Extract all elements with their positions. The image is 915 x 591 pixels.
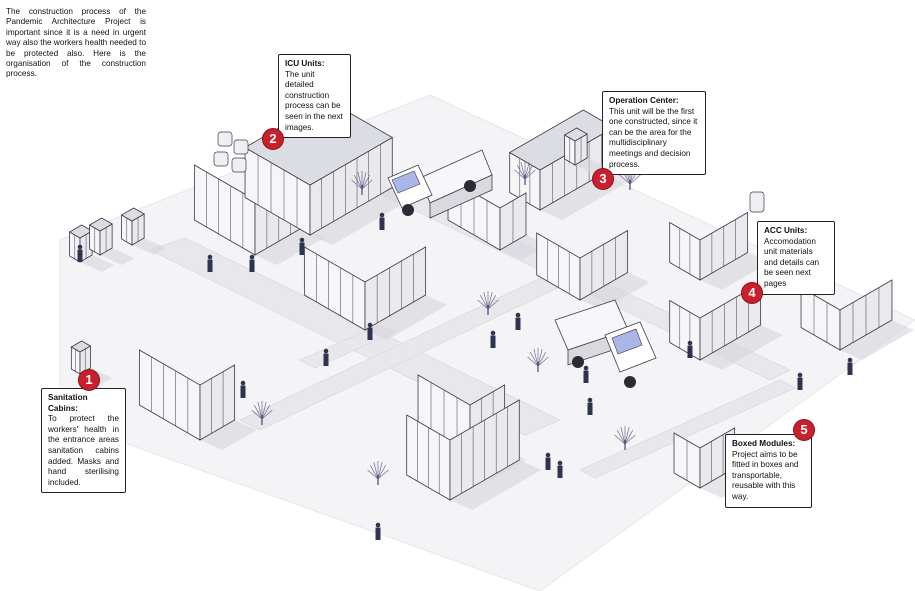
- truck-lower: [554, 299, 657, 388]
- storage-cage: [70, 340, 113, 384]
- roof: [68, 224, 93, 239]
- callout-acc-units: ACC Units: Accomodation unit materials a…: [757, 221, 835, 295]
- worker: [323, 348, 329, 366]
- water-tank-acc: [749, 191, 765, 213]
- tree: [527, 348, 549, 372]
- acc-unit: [669, 282, 783, 370]
- callout-body: To protect the workers' health in the en…: [48, 414, 119, 487]
- callout-body: Project aims to be fitted in boxes and t…: [732, 449, 799, 501]
- storage-cage: [563, 127, 610, 175]
- unit-frame-lower: [406, 399, 542, 510]
- operation-center-unit: [508, 109, 636, 220]
- worker: [299, 237, 305, 255]
- tree: [367, 461, 389, 485]
- sanitation-cabin: [68, 224, 115, 272]
- tree: [251, 401, 273, 425]
- sanitation-cabin: [120, 207, 167, 255]
- shadow: [700, 325, 783, 370]
- tree: [514, 161, 536, 185]
- sanitation-cabin: [88, 217, 135, 265]
- shadow: [700, 252, 770, 290]
- worker: [379, 212, 385, 230]
- worker: [847, 357, 853, 375]
- water-tanks-icu: [213, 131, 249, 173]
- roof: [563, 127, 588, 142]
- callout-icu-units: ICU Units: The unit detailed constructio…: [278, 54, 351, 139]
- worker: [515, 312, 521, 330]
- roof: [88, 217, 113, 232]
- shadow: [255, 227, 325, 265]
- shadow: [200, 420, 257, 450]
- callout-title: Operation Center:: [609, 96, 679, 105]
- acc-unit-frame: [800, 279, 914, 360]
- worker: [583, 365, 589, 383]
- callout-sanitation-cabins: Sanitation Cabins: To protect the worker…: [41, 388, 126, 494]
- callout-body: The unit detailed construction process c…: [285, 69, 343, 132]
- shadow: [310, 187, 415, 245]
- tree-group: [251, 161, 641, 485]
- worker: [375, 522, 381, 540]
- marker-2: 2: [263, 129, 283, 149]
- shadow: [500, 235, 548, 260]
- truck-upper: [387, 149, 493, 219]
- worker: [77, 244, 83, 262]
- worker: [587, 397, 593, 415]
- building-group: [68, 99, 914, 510]
- shadow: [100, 248, 135, 265]
- marker-1: 1: [79, 370, 99, 390]
- shadow: [132, 238, 167, 255]
- callout-body: Accomodation unit materials and details …: [764, 236, 820, 288]
- callout-title: ACC Units:: [764, 226, 808, 235]
- worker: [797, 372, 803, 390]
- roof: [70, 340, 92, 353]
- marker-4: 4: [742, 283, 762, 303]
- roof: [120, 207, 145, 222]
- tree: [477, 291, 499, 315]
- acc-unit-frame: [536, 229, 650, 310]
- shadow: [840, 320, 914, 360]
- tree: [351, 171, 373, 195]
- shadow: [365, 295, 448, 340]
- tree: [614, 426, 636, 450]
- shadow: [80, 255, 115, 272]
- callout-operation-center: Operation Center: This unit will be the …: [602, 91, 706, 176]
- acc-unit-frame: [669, 211, 770, 290]
- worker: [490, 330, 496, 348]
- intro-paragraph: The construction process of the Pandemic…: [6, 7, 146, 79]
- callout-title: Sanitation Cabins:: [48, 393, 88, 413]
- sanitation-unit: [138, 349, 257, 450]
- callout-boxed-modules: Boxed Modules: Project aims to be fitted…: [725, 434, 812, 508]
- worker: [545, 452, 551, 470]
- wall-right: [364, 246, 427, 331]
- callout-body: This unit will be the first one construc…: [609, 106, 698, 169]
- marker-5: 5: [794, 420, 814, 440]
- icu-unit: [244, 99, 415, 245]
- worker: [687, 340, 693, 358]
- worker-group: [77, 189, 853, 540]
- worker: [240, 380, 246, 398]
- worker: [207, 254, 213, 272]
- marker-3: 3: [593, 169, 613, 189]
- worker: [367, 322, 373, 340]
- shadow: [580, 272, 650, 310]
- worker: [249, 254, 255, 272]
- unit-under-construction: [303, 246, 448, 340]
- worker: [557, 460, 563, 478]
- callout-title: Boxed Modules:: [732, 439, 796, 448]
- callout-title: ICU Units:: [285, 59, 325, 68]
- shadow: [450, 460, 542, 510]
